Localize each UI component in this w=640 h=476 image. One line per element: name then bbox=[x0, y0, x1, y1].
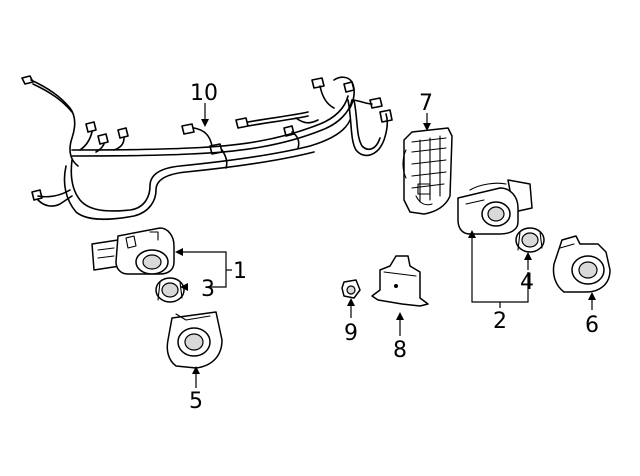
sensor-retainer-right[interactable] bbox=[515, 227, 545, 253]
sensor-holder-left[interactable] bbox=[166, 311, 223, 369]
callout-6: 6 bbox=[585, 313, 599, 338]
leader-lines bbox=[175, 103, 596, 388]
clip[interactable] bbox=[341, 279, 361, 299]
callout-1: 1 bbox=[233, 259, 247, 284]
callout-8: 8 bbox=[393, 338, 407, 363]
callout-4: 4 bbox=[520, 270, 534, 295]
sensor-holder-right[interactable] bbox=[552, 235, 611, 293]
sensor-bracket-left[interactable] bbox=[402, 127, 453, 215]
callout-2: 2 bbox=[493, 309, 507, 334]
callout-5: 5 bbox=[189, 389, 203, 414]
mounting-bracket[interactable] bbox=[371, 255, 429, 307]
sensor-retainer-left[interactable] bbox=[155, 277, 185, 303]
callout-3: 3 bbox=[201, 277, 215, 302]
callout-labels: 10 7 1 3 5 9 8 2 4 6 bbox=[189, 81, 599, 414]
wiring-harness[interactable] bbox=[21, 75, 393, 221]
callout-7: 7 bbox=[419, 91, 433, 116]
parking-sensor-left[interactable] bbox=[91, 227, 175, 275]
callout-9: 9 bbox=[344, 321, 358, 346]
callout-10: 10 bbox=[190, 81, 218, 106]
parking-sensor-right[interactable] bbox=[457, 179, 533, 235]
